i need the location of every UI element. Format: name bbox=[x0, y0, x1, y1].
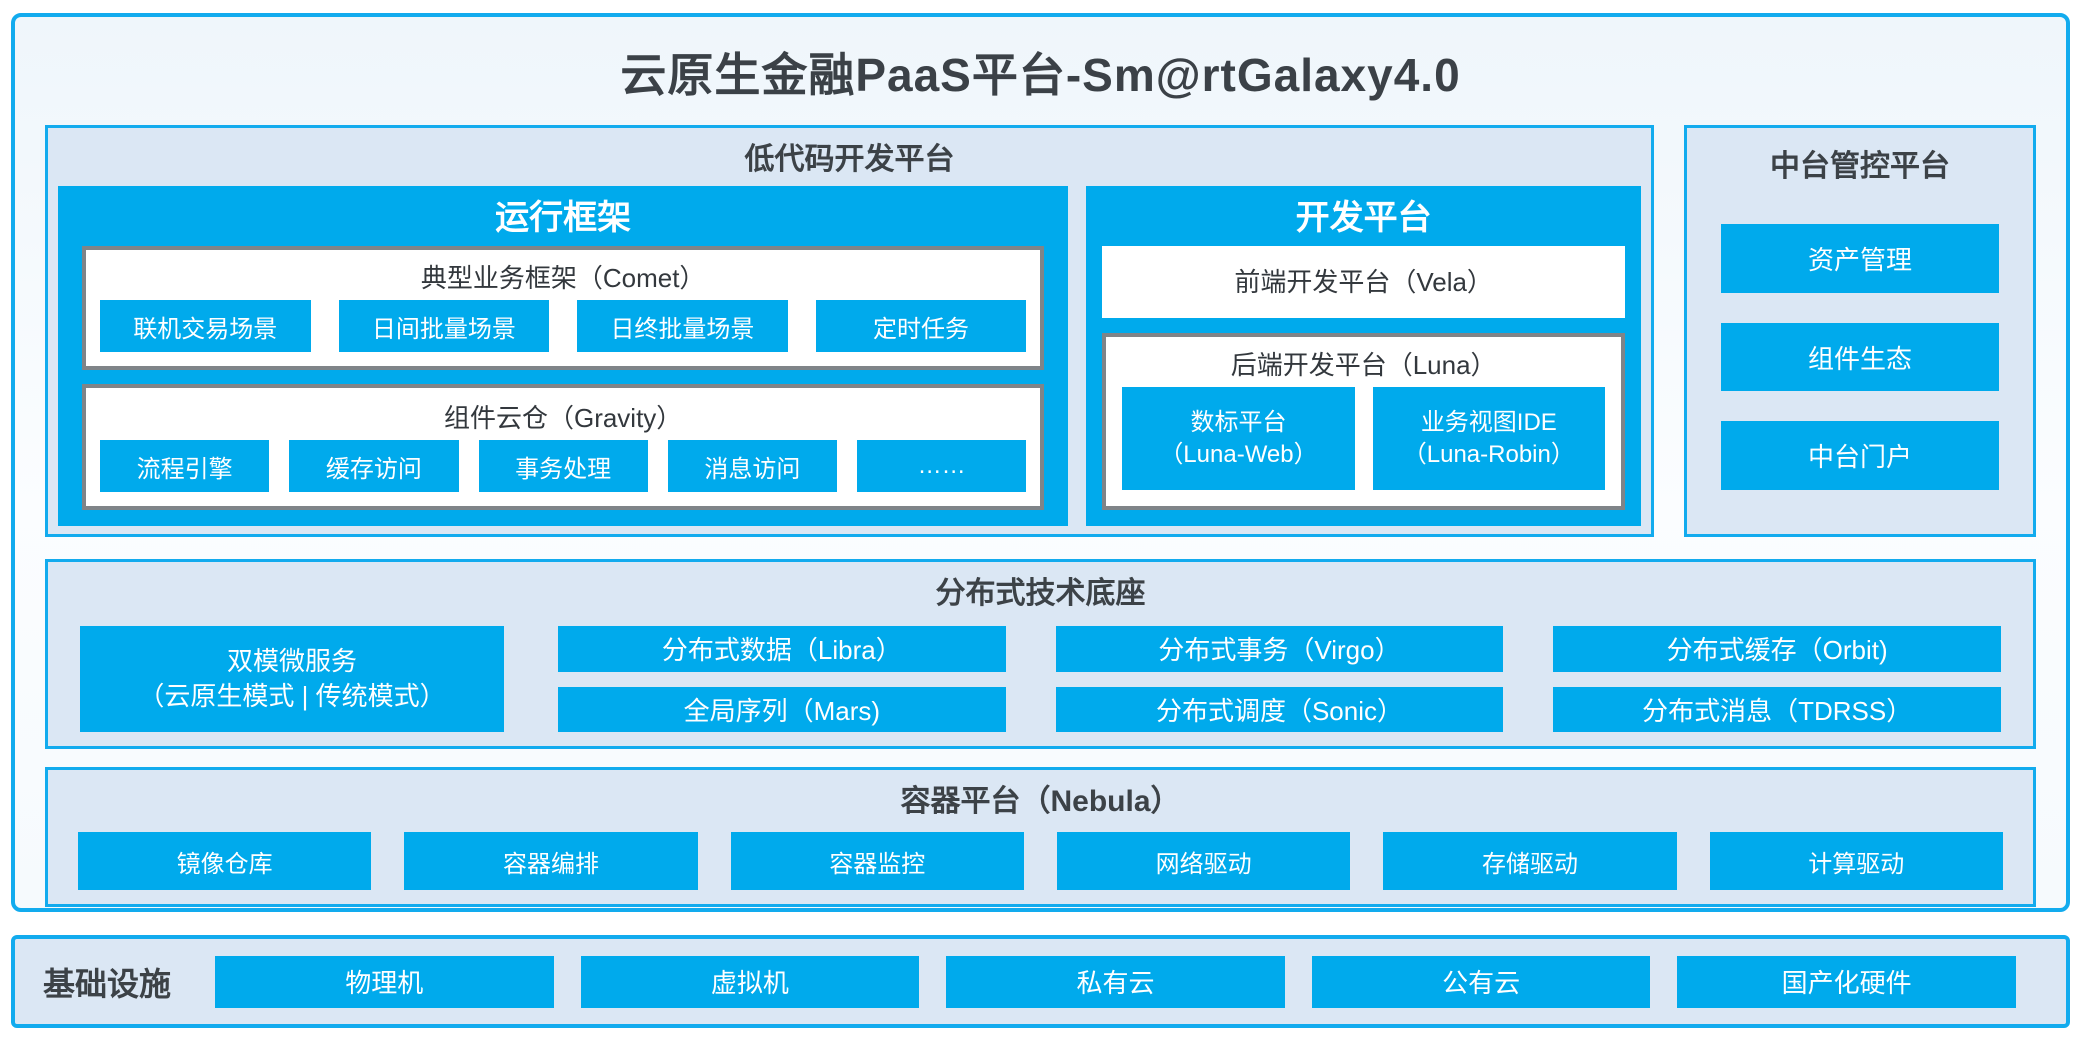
chip-distributed-data-libra: 分布式数据（Libra） bbox=[558, 626, 1006, 672]
box-gravity-component-cloud: 组件云仓（Gravity） 流程引擎 缓存访问 事务处理 消息访问 …… bbox=[82, 384, 1045, 510]
panel-dev-platform: 开发平台 前端开发平台（Vela） 后端开发平台（Luna） 数标平台 （Lun… bbox=[1086, 186, 1641, 526]
chip-image-registry: 镜像仓库 bbox=[78, 832, 372, 890]
chip-end-of-day-batch: 日终批量场景 bbox=[577, 300, 788, 352]
dual-mode-line1: 双模微服务 bbox=[226, 645, 357, 676]
section-distributed-tech-base: 分布式技术底座 双模微服务 （云原生模式 | 传统模式） 分布式数据（Libra… bbox=[45, 559, 2036, 749]
distributed-label: 分布式技术底座 bbox=[935, 577, 1146, 610]
infrastructure-chip-row: 物理机 虚拟机 私有云 公有云 国产化硬件 bbox=[215, 955, 2016, 1008]
section-infrastructure: 基础设施 物理机 虚拟机 私有云 公有云 国产化硬件 bbox=[11, 935, 2070, 1028]
luna-web-line1: 数标平台 bbox=[1190, 409, 1287, 437]
comet-chip-row: 联机交易场景 日间批量场景 日终批量场景 定时任务 bbox=[100, 300, 1027, 352]
low-code-body: 运行框架 典型业务框架（Comet） 联机交易场景 日间批量场景 日终批量场景 … bbox=[58, 186, 1641, 526]
top-row: 低代码开发平台 运行框架 典型业务框架（Comet） 联机交易场景 日间批量场景… bbox=[45, 125, 2036, 537]
distributed-grid: 分布式数据（Libra） 分布式事务（Virgo） 分布式缓存（Orbit) 全… bbox=[558, 626, 2001, 732]
gravity-chip-row: 流程引擎 缓存访问 事务处理 消息访问 …… bbox=[100, 440, 1027, 492]
chip-transaction-processing: 事务处理 bbox=[478, 440, 648, 492]
luna-chip-row: 数标平台 （Luna-Web） 业务视图IDE （Luna-Robin） bbox=[1122, 387, 1605, 490]
chip-midplatform-portal: 中台门户 bbox=[1721, 421, 1999, 491]
chip-distributed-message-tdrss: 分布式消息（TDRSS） bbox=[1553, 686, 2001, 732]
container-chip-row: 镜像仓库 容器编排 容器监控 网络驱动 存储驱动 计算驱动 bbox=[78, 832, 2003, 890]
chip-distributed-transaction-virgo: 分布式事务（Virgo） bbox=[1055, 626, 1504, 672]
chip-luna-web: 数标平台 （Luna-Web） bbox=[1122, 387, 1355, 490]
comet-title: 典型业务框架（Comet） bbox=[420, 263, 706, 293]
chip-asset-management: 资产管理 bbox=[1721, 224, 1999, 293]
panel-runtime-framework: 运行框架 典型业务框架（Comet） 联机交易场景 日间批量场景 日终批量场景 … bbox=[58, 186, 1069, 526]
chip-public-cloud: 公有云 bbox=[1311, 955, 1651, 1008]
chip-network-driver: 网络驱动 bbox=[1056, 832, 1351, 890]
infrastructure-label: 基础设施 bbox=[43, 965, 172, 1002]
box-comet-framework: 典型业务框架（Comet） 联机交易场景 日间批量场景 日终批量场景 定时任务 bbox=[82, 246, 1045, 370]
luna-title: 后端开发平台（Luna） bbox=[1230, 350, 1497, 380]
chip-domestic-hardware: 国产化硬件 bbox=[1677, 955, 2016, 1008]
luna-robin-line1: 业务视图IDE bbox=[1420, 409, 1557, 437]
chip-virtual-machine: 虚拟机 bbox=[580, 955, 920, 1008]
dual-mode-line2: （云原生模式 | 传统模式） bbox=[138, 681, 446, 711]
chip-container-monitoring: 容器监控 bbox=[730, 832, 1024, 890]
distributed-body: 双模微服务 （云原生模式 | 传统模式） 分布式数据（Libra） 分布式事务（… bbox=[80, 626, 2001, 732]
chip-container-orchestration: 容器编排 bbox=[404, 832, 698, 890]
chip-dual-mode-microservice: 双模微服务 （云原生模式 | 传统模式） bbox=[80, 626, 504, 732]
section-midplatform-control: 中台管控平台 资产管理 组件生态 中台门户 bbox=[1684, 125, 2036, 537]
chip-compute-driver: 计算驱动 bbox=[1709, 832, 2003, 890]
luna-robin-line2: （Luna-Robin） bbox=[1402, 440, 1575, 468]
chip-component-ecosystem: 组件生态 bbox=[1721, 322, 1999, 392]
low-code-platform-label: 低代码开发平台 bbox=[744, 143, 955, 176]
box-luna-backend: 后端开发平台（Luna） 数标平台 （Luna-Web） 业务视图IDE （Lu… bbox=[1102, 333, 1625, 510]
main-architecture-frame: 云原生金融PaaS平台-Sm@rtGalaxy4.0 低代码开发平台 运行框架 … bbox=[11, 13, 2070, 912]
chip-global-sequence-mars: 全局序列（Mars) bbox=[558, 686, 1006, 732]
chip-cache-access: 缓存访问 bbox=[289, 440, 459, 492]
section-container-platform-nebula: 容器平台（Nebula） 镜像仓库 容器编排 容器监控 网络驱动 存储驱动 计算… bbox=[45, 767, 2036, 907]
page-title: 云原生金融PaaS平台-Sm@rtGalaxy4.0 bbox=[620, 49, 1461, 101]
chip-physical-machine: 物理机 bbox=[215, 955, 554, 1008]
midplatform-label: 中台管控平台 bbox=[1770, 150, 1950, 183]
box-vela-frontend: 前端开发平台（Vela） bbox=[1102, 246, 1625, 318]
gravity-title: 组件云仓（Gravity） bbox=[443, 403, 683, 433]
chip-distributed-scheduling-sonic: 分布式调度（Sonic） bbox=[1055, 686, 1504, 732]
chip-private-cloud: 私有云 bbox=[946, 955, 1285, 1008]
dev-platform-title: 开发平台 bbox=[1295, 199, 1432, 237]
chip-storage-driver: 存储驱动 bbox=[1383, 832, 1677, 890]
chip-distributed-cache-orbit: 分布式缓存（Orbit) bbox=[1553, 626, 2001, 672]
luna-web-line2: （Luna-Web） bbox=[1159, 440, 1318, 468]
chip-message-access: 消息访问 bbox=[667, 440, 837, 492]
chip-process-engine: 流程引擎 bbox=[100, 440, 270, 492]
chip-luna-robin: 业务视图IDE （Luna-Robin） bbox=[1372, 387, 1605, 490]
container-platform-label: 容器平台（Nebula） bbox=[900, 785, 1181, 818]
chip-intraday-batch: 日间批量场景 bbox=[338, 300, 550, 352]
chip-ellipsis: …… bbox=[857, 440, 1027, 492]
chip-scheduled-task: 定时任务 bbox=[815, 300, 1027, 352]
chip-online-transaction: 联机交易场景 bbox=[100, 300, 311, 352]
runtime-framework-title: 运行框架 bbox=[495, 199, 632, 237]
section-low-code-platform: 低代码开发平台 运行框架 典型业务框架（Comet） 联机交易场景 日间批量场景… bbox=[45, 125, 1654, 537]
